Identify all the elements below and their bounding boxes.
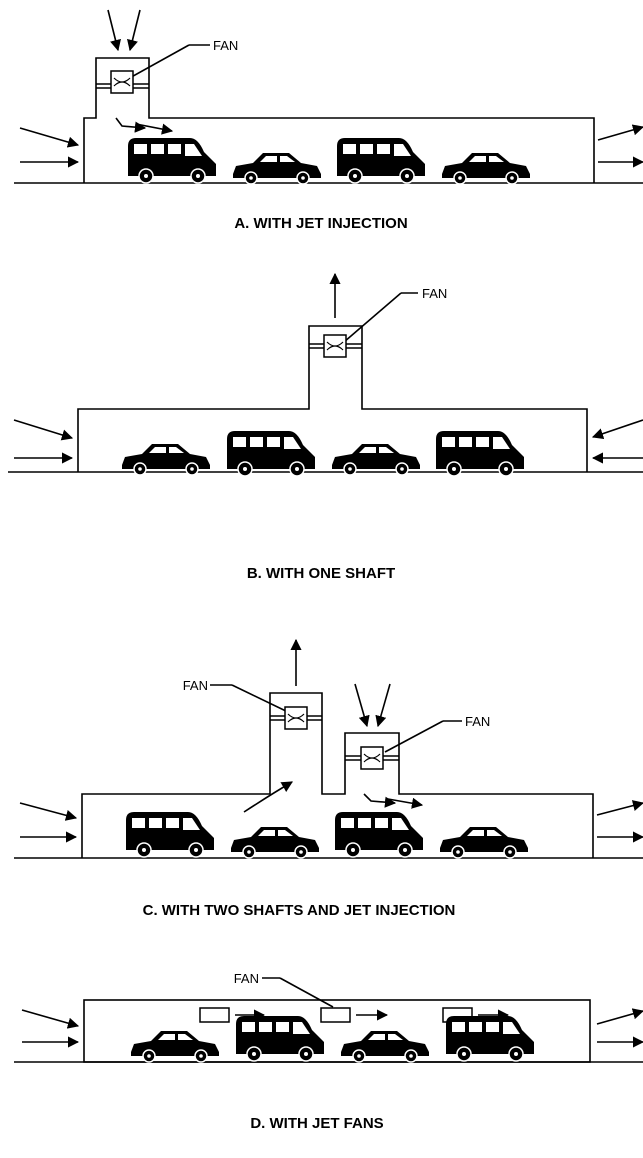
fan-icon: [323, 334, 347, 358]
car-icon: [340, 1030, 430, 1063]
jet-flow-arrow: [387, 797, 424, 809]
fan-leader-line: [231, 684, 291, 714]
exit-arrow: [597, 124, 643, 141]
tunnel-outline: [83, 57, 595, 183]
van-icon: [235, 1015, 325, 1062]
inflow-arrow: [375, 683, 391, 728]
caption-a: A. WITH JET INJECTION: [234, 215, 407, 232]
van-icon: [336, 137, 426, 184]
tunnel-outline: [81, 692, 594, 858]
car-icon: [130, 1030, 220, 1063]
caption-b: B. WITH ONE SHAFT: [247, 565, 395, 582]
inflow-arrow: [107, 9, 121, 52]
van-icon: [125, 811, 215, 858]
inflow-arrow: [354, 683, 370, 728]
panel-b: [8, 272, 643, 473]
fan-leader-line: [125, 44, 190, 81]
car-icon: [441, 152, 531, 185]
entry-arrow: [21, 1009, 80, 1029]
fan-leader-line: [384, 720, 444, 753]
caption-d: D. WITH JET FANS: [250, 1115, 383, 1132]
shaft-flow-arrow: [243, 781, 293, 813]
car-icon: [439, 826, 529, 859]
van-icon: [334, 811, 424, 858]
car-icon: [331, 443, 421, 476]
entry-arrow: [19, 802, 78, 821]
tunnel-outline: [77, 325, 588, 472]
caption-c: C. WITH TWO SHAFTS AND JET INJECTION: [143, 902, 456, 919]
entry-arrow: [19, 127, 80, 148]
van-icon: [127, 137, 217, 184]
jet-flow-arrow: [363, 793, 397, 808]
entry-arrow: [591, 419, 643, 440]
fan-label: FAN: [213, 38, 238, 53]
van-icon: [226, 430, 316, 477]
fan-leader-line: [343, 292, 402, 343]
jet-fan-icon: [320, 1007, 351, 1023]
jet-flow-arrow: [115, 117, 147, 133]
tunnel-outline: [83, 999, 591, 1063]
car-icon: [232, 152, 322, 185]
fan-icon: [284, 706, 308, 730]
fan-label: FAN: [422, 286, 447, 301]
fan-label: FAN: [183, 678, 208, 693]
fan-label: FAN: [234, 971, 259, 986]
van-icon: [445, 1015, 535, 1062]
inflow-arrow: [127, 9, 141, 52]
fan-icon: [360, 746, 384, 770]
fan-leader-line: [279, 977, 334, 1008]
car-icon: [230, 826, 320, 859]
exit-arrow: [596, 800, 643, 816]
jet-flow-arrow: [135, 123, 174, 135]
fan-icon: [110, 70, 134, 94]
exit-arrow: [596, 1008, 643, 1025]
panel-c: [14, 638, 643, 859]
van-icon: [435, 430, 525, 477]
panel-d: [14, 977, 643, 1063]
fan-label: FAN: [465, 714, 490, 729]
panel-a: [14, 9, 643, 184]
car-icon: [121, 443, 211, 476]
entry-arrow: [13, 419, 74, 441]
jet-fan-icon: [199, 1007, 230, 1023]
